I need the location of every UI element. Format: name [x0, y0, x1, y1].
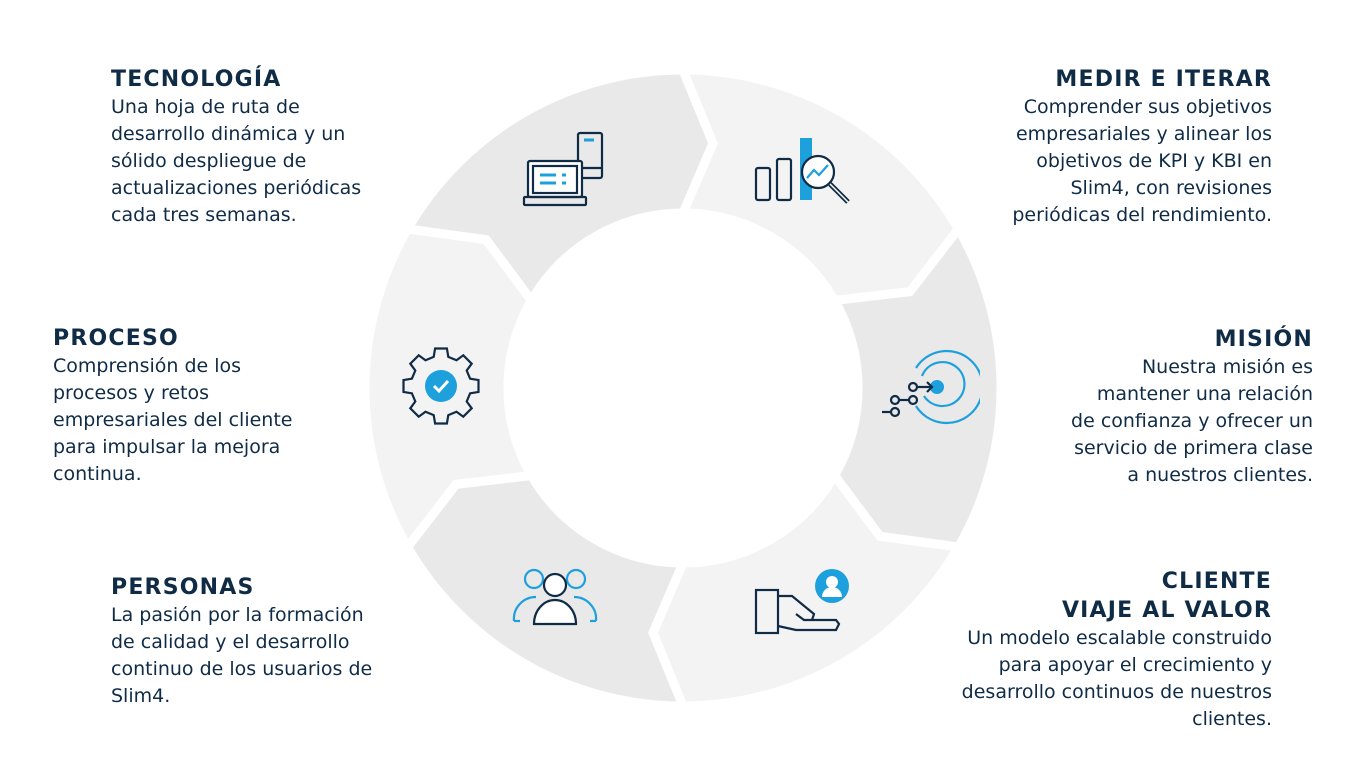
body-line: empresariales del cliente — [53, 409, 293, 431]
body-line: de confianza y ofrecer un — [1071, 410, 1313, 432]
body-line: para apoyar el crecimiento y — [998, 654, 1272, 676]
target-icon — [882, 349, 980, 425]
body-line: continuo de los usuarios de — [111, 658, 373, 680]
title-tecnologia: TECNOLOGÍA — [111, 67, 282, 92]
title-personas: PERSONAS — [111, 575, 255, 600]
body-line: Slim4. — [111, 685, 171, 707]
body-line: de calidad y el desarrollo — [111, 631, 350, 653]
body-line: cada tres semanas. — [111, 204, 297, 226]
body-line: a nuestros clientes. — [1127, 464, 1313, 486]
block-mision: MISIÓN Nuestra misión es mantener una re… — [1071, 325, 1313, 489]
body-line: para impulsar la mejora — [53, 436, 281, 458]
body-line: Una hoja de ruta de — [111, 96, 300, 118]
body-line: servicio de primera clase — [1074, 437, 1313, 459]
body-line: clientes. — [1192, 708, 1272, 730]
body-line: continua. — [53, 463, 142, 485]
body-line: desarrollo dinámica y un — [111, 123, 346, 145]
body-line: actualizaciones periódicas — [111, 177, 362, 199]
title-cliente-sub: VIAJE AL VALOR — [1061, 598, 1272, 623]
body-line: La pasión por la formación — [111, 604, 364, 626]
body-line: Comprensión de los — [53, 355, 242, 377]
devices-icon — [522, 131, 604, 207]
body-line: periódicas del rendimiento. — [1012, 204, 1272, 226]
body-line: Nuestra misión es — [1141, 356, 1313, 378]
title-mision: MISIÓN — [1214, 327, 1313, 352]
body-line: empresariales y alinear los — [1015, 123, 1272, 145]
body-line: Comprender sus objetivos — [1023, 96, 1272, 118]
body-line: sólido despliegue de — [111, 150, 307, 172]
title-proceso: PROCESO — [53, 326, 179, 351]
gear-check-icon — [402, 347, 480, 425]
analytics-icon — [754, 138, 850, 204]
block-medir: MEDIR E ITERAR Comprender sus objetivos … — [1012, 65, 1272, 229]
body-line: mantener una relación — [1096, 383, 1313, 405]
hand-user-icon — [754, 569, 849, 635]
body-line: Slim4, con revisiones — [1070, 177, 1273, 199]
body-line: procesos y retos — [53, 382, 210, 404]
people-icon — [512, 568, 598, 626]
block-cliente: CLIENTE VIAJE AL VALOR Un modelo escalab… — [962, 567, 1272, 733]
title-medir: MEDIR E ITERAR — [1055, 67, 1272, 92]
block-personas: PERSONAS La pasión por la formación de c… — [111, 573, 372, 710]
block-proceso: PROCESO Comprensión de los procesos y re… — [53, 324, 292, 488]
title-cliente: CLIENTE — [1161, 569, 1272, 594]
body-line: desarrollo continuos de nuestros — [961, 681, 1272, 703]
body-line: Un modelo escalable construido — [967, 627, 1272, 649]
body-line: objetivos de KPI y KBI en — [1036, 150, 1272, 172]
block-tecnologia: TECNOLOGÍA Una hoja de ruta de desarroll… — [111, 65, 361, 229]
segment-cliente — [648, 467, 966, 711]
